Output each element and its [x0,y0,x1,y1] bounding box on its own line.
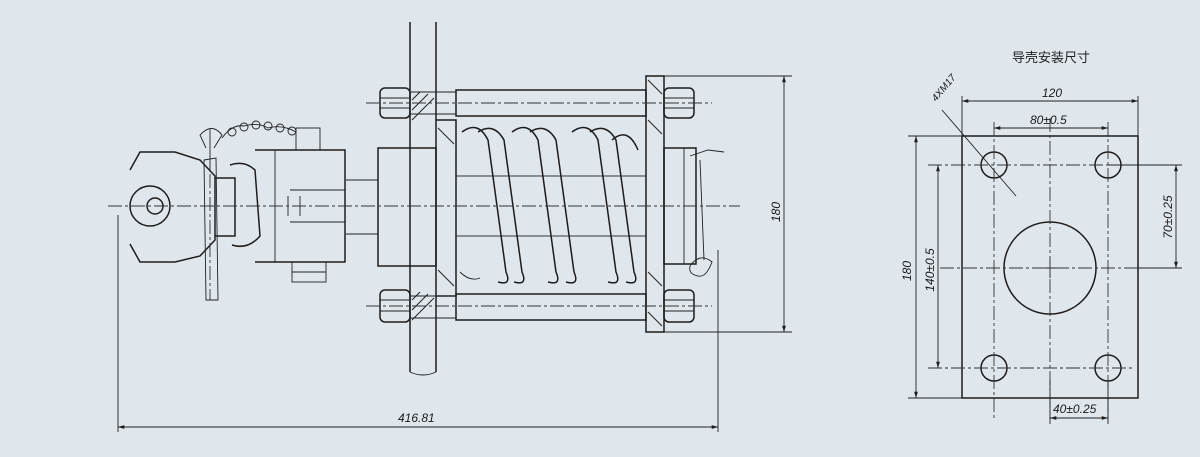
mount-view: 导壳安装尺寸 120 80±0.5 [900,51,1182,424]
bolt-holes [980,151,1122,382]
chain [199,120,321,301]
plunger-head [129,149,346,283]
dimension-overall-length: 416.81 [117,215,719,432]
guide-shell [346,119,457,297]
dimension-hole-spacing-y: 140±0.5 [923,165,940,368]
hole-spacing-x-label: 80±0.5 [1030,113,1067,127]
dimension-half-spacing-x: 40±0.25 [1049,380,1109,424]
dimension-height: 180 [664,75,792,333]
side-view: 416.81 180 [108,22,792,432]
mount-height-label: 180 [900,261,914,281]
dimension-hole-spacing-x: 80±0.5 [994,113,1108,130]
height-label: 180 [769,202,783,222]
dimension-mount-height: 180 [900,135,962,399]
half-spacing-y-label: 70±0.25 [1161,195,1175,239]
mounting-plate [409,22,437,376]
dimension-half-spacing-y: 70±0.25 [1108,164,1182,269]
end-plate [645,75,665,333]
spring [455,126,647,284]
half-spacing-x-label: 40±0.25 [1053,402,1097,416]
width-label: 120 [1042,86,1062,100]
hole-spacing-y-label: 140±0.5 [923,248,937,292]
hole-callout: 4XM17 [930,72,1017,197]
holes-label: 4XM17 [930,72,959,104]
overall-length-label: 416.81 [398,411,435,425]
dimension-width: 120 [961,86,1139,136]
mount-view-title: 导壳安装尺寸 [1012,51,1090,66]
shaft-end [663,147,725,277]
